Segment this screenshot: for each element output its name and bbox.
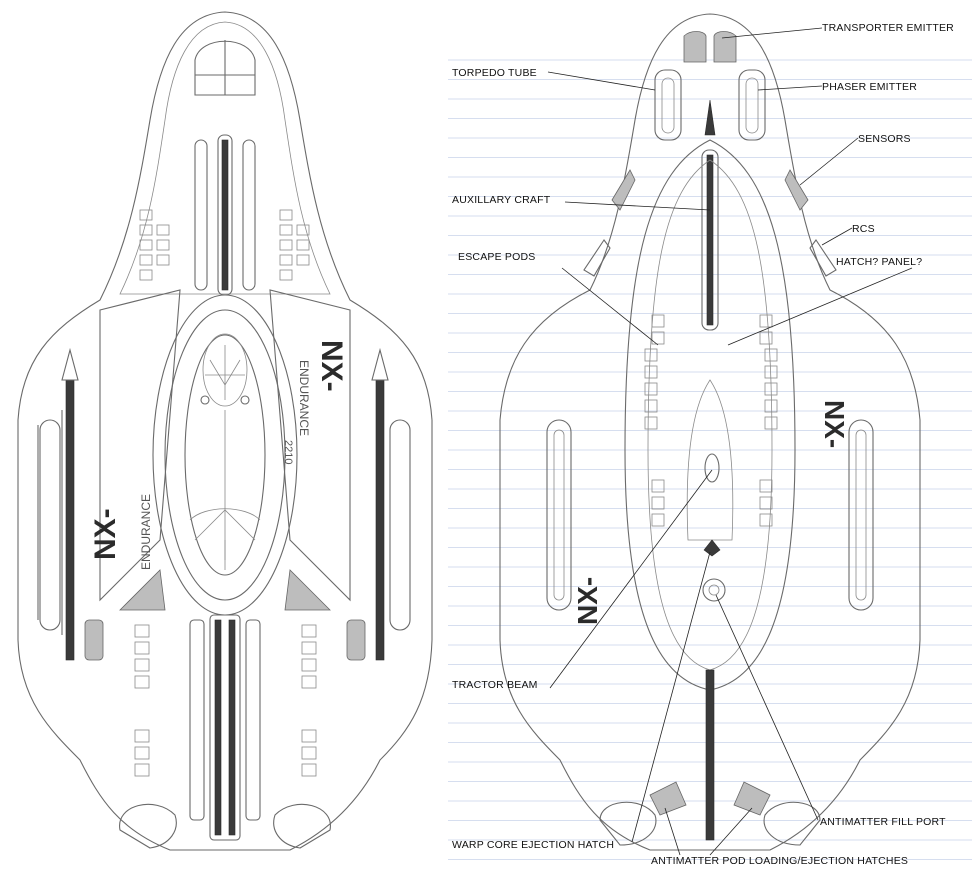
left-starboard-nacelle: [371, 347, 411, 661]
transporter-emitter: [683, 31, 707, 63]
escape-pods: [644, 314, 778, 527]
label-sensors: SENSORS: [858, 133, 911, 145]
right-hull-marking-port: NX-: [572, 577, 603, 625]
left-registry-number: 2210: [282, 440, 294, 464]
rcs: [809, 239, 837, 277]
label-hatch-panel: HATCH? PANEL?: [836, 256, 922, 268]
label-warp-core-ejection-hatch: WARP CORE EJECTION HATCH: [452, 839, 614, 851]
left-hull-marking-starboard: NX-: [315, 340, 348, 392]
antimatter-pod-hatch-starboard: [733, 781, 771, 816]
leader-lines: [547, 27, 913, 856]
label-auxillary-craft: AUXILLARY CRAFT: [452, 194, 551, 206]
left-registry-name-starboard: ENDURANCE: [297, 360, 311, 436]
phaser-emitter: [738, 69, 766, 141]
label-tractor-beam: TRACTOR BEAM: [452, 679, 538, 691]
left-hull-marking-port: NX-: [89, 508, 122, 560]
label-torpedo-tube: TORPEDO TUBE: [452, 67, 537, 79]
right-hull-marking-starboard: NX-: [819, 400, 850, 448]
right-starboard-nacelle: [848, 419, 874, 611]
label-phaser-emitter: PHASER EMITTER: [822, 81, 917, 93]
antimatter-pod-hatch-port: [649, 781, 687, 816]
sensors: [784, 169, 809, 211]
ship-left-view: NX- ENDURANCE NX- ENDURANCE 2210: [17, 11, 433, 851]
label-escape-pods: ESCAPE PODS: [458, 251, 535, 263]
antimatter-fill-port: [702, 578, 726, 602]
torpedo-tube: [654, 69, 682, 141]
label-antimatter-fill-port: ANTIMATTER FILL PORT: [820, 816, 946, 828]
right-port-nacelle: [546, 419, 572, 611]
label-antimatter-pod-hatches: ANTIMATTER POD LOADING/EJECTION HATCHES: [651, 855, 908, 867]
left-port-nacelle: [37, 347, 79, 661]
label-transporter-emitter: TRANSPORTER EMITTER: [822, 22, 954, 34]
ship-right-view: NX- NX-: [499, 13, 921, 851]
warp-core-ejection-hatch: [703, 539, 721, 557]
tractor-beam: [704, 453, 720, 483]
left-registry-name: ENDURANCE: [139, 494, 153, 570]
label-rcs: RCS: [852, 223, 875, 235]
